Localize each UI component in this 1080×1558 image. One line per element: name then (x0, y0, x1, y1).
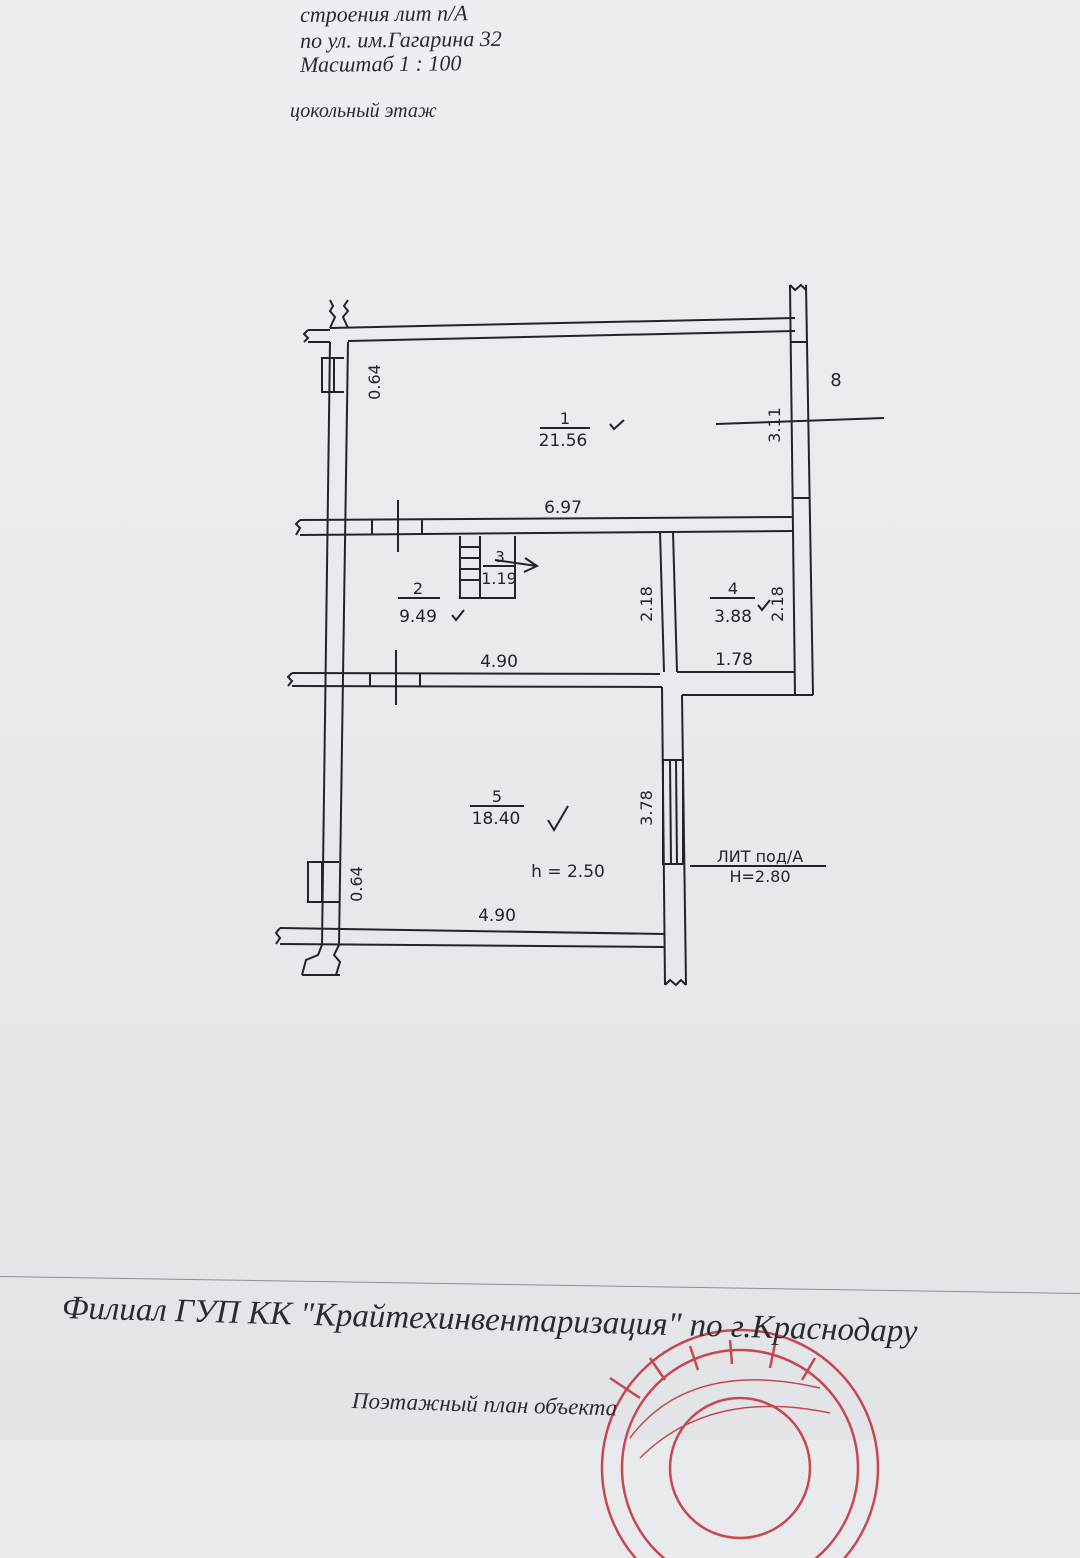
wall-break-bottom-left-2 (301, 944, 323, 976)
stair-outline (459, 536, 516, 599)
wall-right-outer (805, 284, 814, 696)
check-mark-room2 (451, 609, 465, 622)
room3-area: 1.19 (481, 569, 517, 588)
floor-label: цокольный этаж (290, 100, 437, 122)
lit-label: ЛИТ под/А (717, 847, 804, 866)
wall-lower-lower (291, 685, 663, 688)
room3-number: 3 (495, 548, 505, 566)
dim-mid-width: 6.97 (544, 498, 582, 518)
check-mark-room5 (547, 805, 569, 832)
room5-number: 5 (492, 787, 502, 806)
room4-number: 4 (728, 579, 738, 598)
check-mark-room4 (757, 599, 771, 612)
dim-room4-width: 1.78 (715, 650, 753, 670)
wall-break-top-left-2 (341, 299, 350, 329)
stair-arrow-line (494, 559, 538, 567)
wall-break-bottom-left (274, 927, 282, 945)
dim-room2-height: 2.18 (637, 586, 656, 622)
lit-height: H=2.80 (729, 867, 790, 886)
wall-break-left-lower (286, 672, 294, 687)
wall-break-top-right (789, 283, 807, 292)
wall-break-bottom-right (664, 978, 687, 987)
dim-bottom-width: 4.90 (478, 906, 516, 926)
room2-number: 2 (413, 579, 423, 598)
dim-lower-width: 4.90 (480, 652, 518, 672)
wall-break-top-left (328, 299, 337, 329)
dim-window-top: 0.64 (365, 364, 384, 400)
wall-bottom-upper (279, 927, 665, 935)
dim-window-bottom: 0.64 (347, 866, 366, 902)
wall-top-outer (329, 317, 796, 329)
check-mark-room1 (609, 419, 625, 431)
window-room5-pane-2 (675, 759, 678, 865)
dim-room5-height: 3.78 (637, 790, 656, 826)
wall-partition-right (672, 531, 678, 673)
wall-partition-left (659, 531, 665, 673)
dim-room4-height: 2.18 (768, 586, 787, 622)
wall-bottom-lower (279, 943, 665, 948)
wall-mid-upper (299, 516, 793, 521)
ceiling-height-note: h = 2.50 (531, 862, 605, 882)
window-left-bottom (307, 861, 323, 903)
section-line (715, 417, 885, 425)
window-left-top (321, 357, 335, 393)
wall-right-inner (789, 284, 796, 696)
room1-number: 1 (560, 409, 570, 428)
room1-area: 21.56 (539, 431, 588, 451)
wall-mid-lower (299, 530, 793, 536)
window-room5-right (662, 759, 684, 865)
official-stamp-seal (600, 1328, 880, 1558)
wall-left-outer (321, 341, 331, 946)
wall-left-inner (338, 341, 349, 946)
wall-break-left-top (302, 329, 310, 343)
room4-area: 3.88 (714, 607, 752, 627)
wall-break-bottom-left-3 (332, 944, 342, 976)
dim-room1-height: 3.11 (765, 407, 784, 443)
floor-plan-drawing: 1 21.56 2 9.49 3 1.19 4 3.88 5 18.40 0.6… (274, 283, 885, 987)
window-room5-pane-1 (669, 759, 672, 865)
stair-arrow-head (523, 557, 540, 573)
room5-area: 18.40 (472, 809, 521, 829)
room2-area: 9.49 (399, 607, 437, 627)
wall-top-inner (347, 330, 796, 342)
outside-mark: 8 (830, 370, 841, 391)
wall-break-left-mid (294, 519, 302, 536)
wall-lower-upper (291, 672, 661, 675)
